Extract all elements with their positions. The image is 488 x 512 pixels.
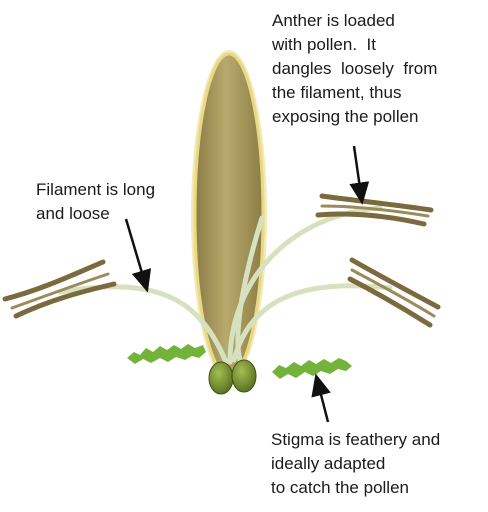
stigma-left <box>127 344 206 364</box>
arrow-anther <box>349 145 370 205</box>
anther-right-lower <box>347 257 441 328</box>
stigma-right <box>272 358 352 379</box>
anther-left <box>2 259 117 319</box>
stigmas <box>127 344 352 379</box>
stigma-label: Stigma is feathery and ideally adapted t… <box>271 430 441 497</box>
anther-label: Anther is loaded with pollen. It dangles… <box>272 11 438 126</box>
filament-center <box>235 215 265 363</box>
anthers <box>2 193 441 328</box>
filament-label: Filament is long and loose <box>36 180 156 223</box>
ovary <box>208 359 257 395</box>
arrow-filament <box>124 218 152 293</box>
anther-right-upper <box>315 193 434 227</box>
bract <box>191 50 267 380</box>
arrow-stigma <box>311 373 331 423</box>
pointer-arrows <box>124 145 370 423</box>
